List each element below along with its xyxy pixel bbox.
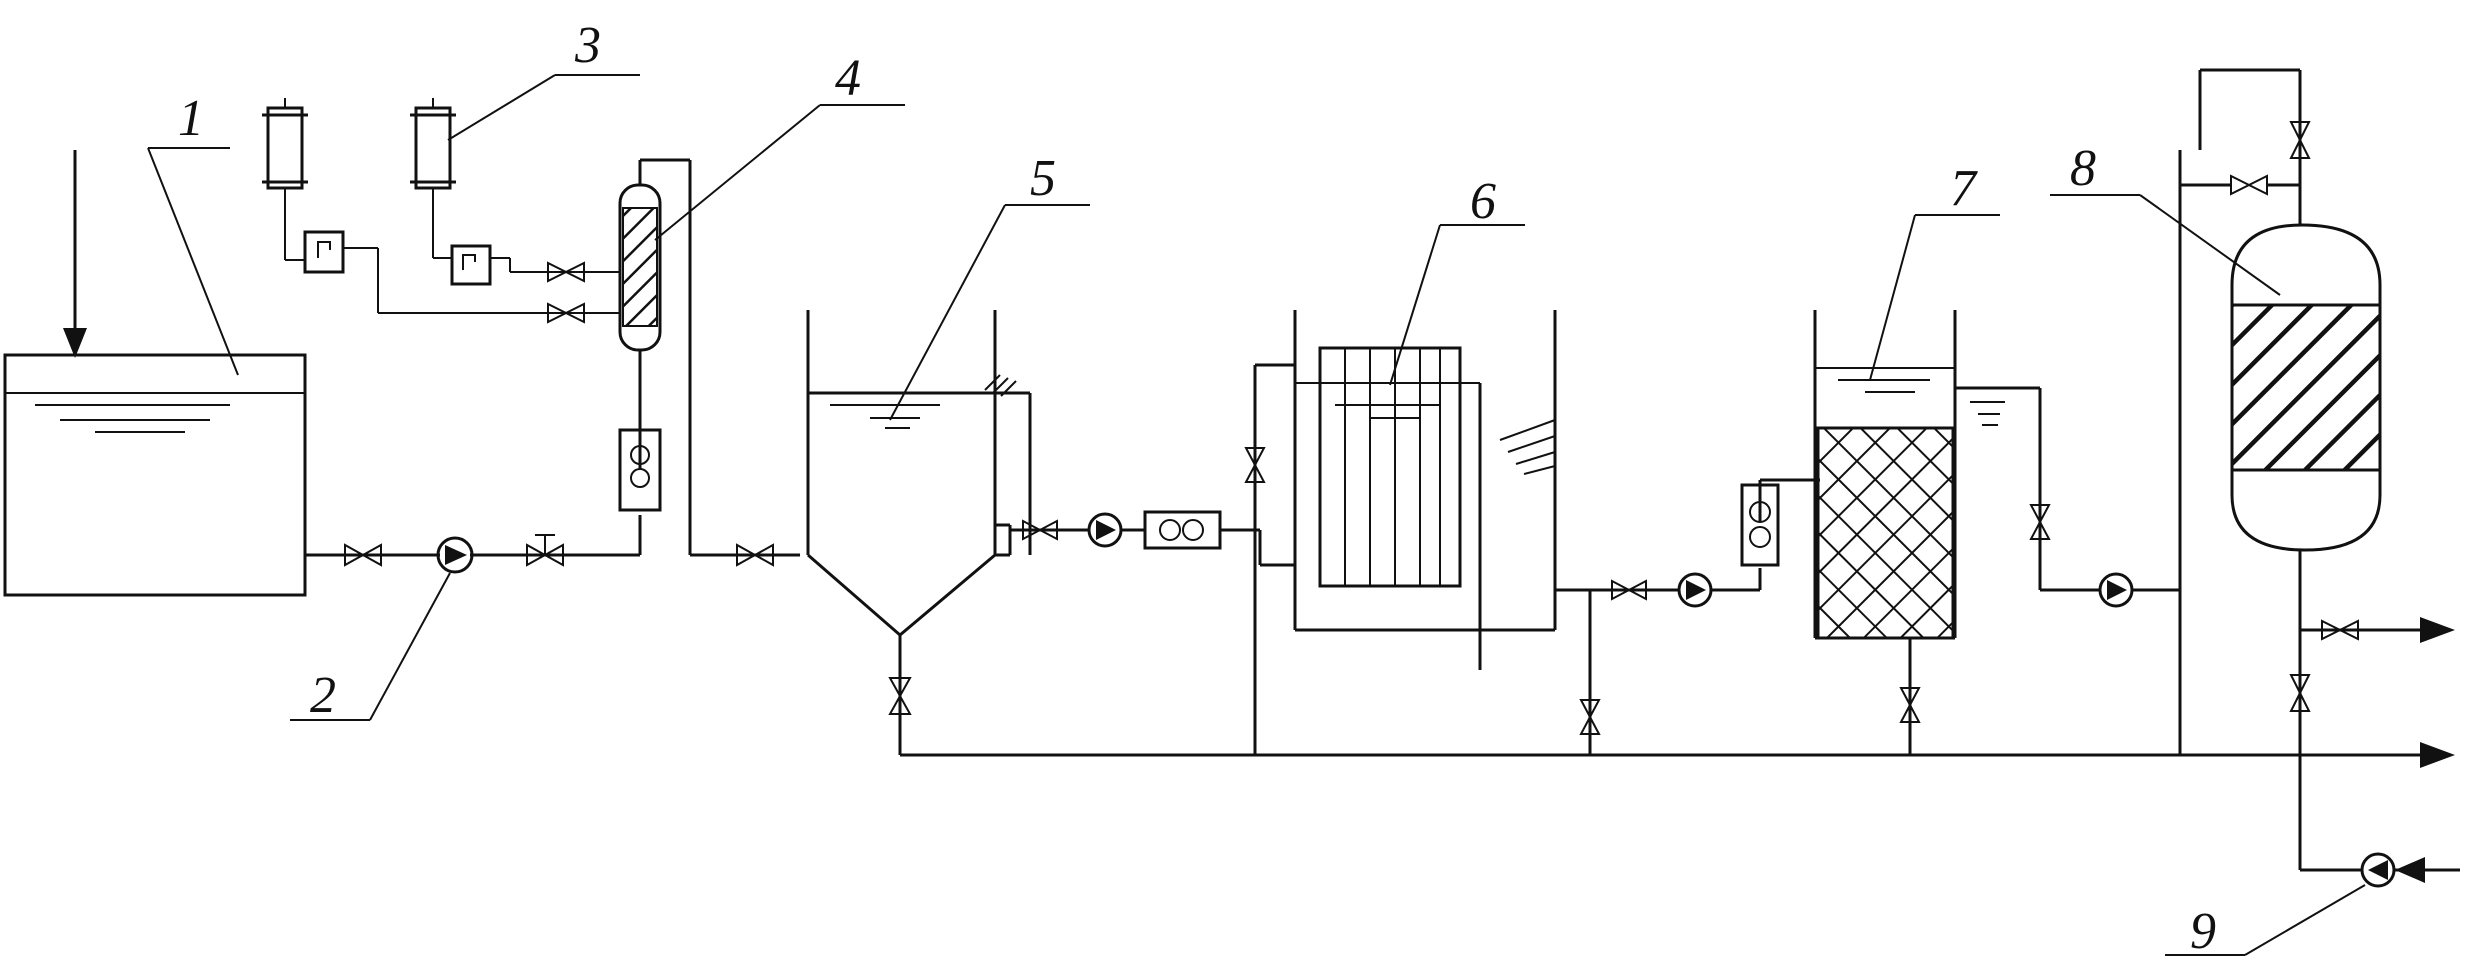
valve [736, 543, 774, 567]
valve [1244, 447, 1266, 483]
callout-8: 8 [2050, 140, 2281, 296]
treated-water-outlet-arrow [2420, 617, 2455, 643]
callout-3: 3 [447, 17, 640, 141]
callout-1: 1 [147, 90, 239, 376]
callout-5: 5 [889, 150, 1090, 421]
flowmeter [1740, 483, 1780, 567]
valve [2230, 174, 2268, 196]
feed-pipe [305, 350, 642, 557]
sedimentation-tank [806, 310, 1032, 755]
callout-6: 6 [1389, 173, 1525, 386]
flowmeter [618, 428, 662, 512]
valve [2289, 674, 2311, 712]
valve [344, 543, 382, 567]
drain-line [900, 530, 2455, 768]
callout-label-1: 1 [178, 90, 204, 147]
callout-7: 7 [1869, 160, 2000, 381]
callout-label-5: 5 [1030, 150, 1056, 207]
valve [1899, 687, 1921, 723]
callout-label-4: 4 [835, 50, 861, 107]
callout-label-3: 3 [574, 17, 601, 74]
valve [2029, 504, 2051, 540]
callout-label-6: 6 [1470, 173, 1496, 230]
backwash-pump [2300, 852, 2460, 888]
transfer-pipe-6-7 [1555, 478, 1820, 755]
callout-label-8: 8 [2070, 140, 2096, 197]
valve [1022, 519, 1058, 541]
gas-valves [547, 261, 585, 324]
membrane-bioreactor [1253, 310, 1557, 670]
activated-carbon-column [2178, 68, 2420, 870]
flowmeter [1143, 510, 1222, 550]
pump-icon [1677, 572, 1713, 608]
ozone-reactor [618, 158, 800, 557]
valve [1611, 579, 1647, 601]
pump-icon [2098, 572, 2134, 608]
biological-filter [1813, 310, 2042, 755]
callout-label-9: 9 [2190, 903, 2216, 960]
regulating-valve [526, 534, 564, 567]
valve [2321, 619, 2359, 641]
valve [1579, 699, 1601, 735]
valve [2289, 121, 2311, 159]
callout-label-2: 2 [310, 667, 336, 724]
pump-icon [1087, 512, 1123, 548]
ozone-generator-left [262, 98, 620, 314]
callout-4: 4 [654, 50, 905, 241]
raw-water-tank [3, 150, 307, 597]
valve [888, 677, 912, 715]
pump-2-icon [436, 536, 474, 574]
callout-2: 2 [290, 572, 451, 724]
ozone-generator-right [410, 98, 620, 286]
callout-label-7: 7 [1950, 160, 1978, 217]
callout-9: 9 [2165, 884, 2366, 960]
